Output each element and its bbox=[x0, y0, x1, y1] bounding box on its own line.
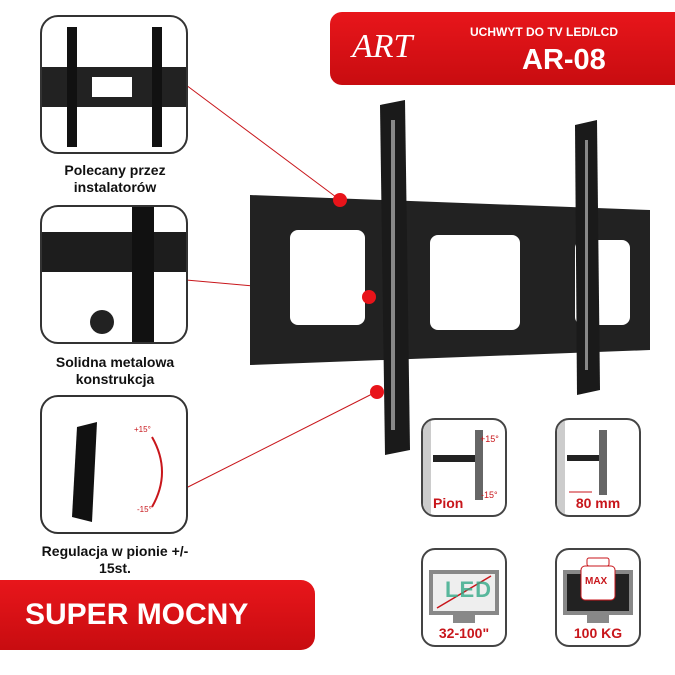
feature-image-construction bbox=[40, 205, 188, 344]
hotspot-dot bbox=[333, 193, 347, 207]
icon-vertical-tilt: +15° -15° Pion bbox=[421, 418, 507, 517]
banner-text: SUPER MOCNY bbox=[25, 598, 249, 631]
subtitle: UCHWYT DO TV LED/LCD bbox=[470, 25, 618, 39]
angle-up: +15° bbox=[480, 434, 499, 444]
icon-caption: 100 KG bbox=[573, 625, 623, 641]
super-strong-banner: SUPER MOCNY bbox=[0, 580, 315, 650]
angle-up: +15° bbox=[134, 425, 151, 434]
angle-down: -15° bbox=[137, 505, 152, 514]
icon-wall-distance: 80 mm bbox=[555, 418, 641, 517]
hotspot-dot bbox=[362, 290, 376, 304]
icon-caption: 32-100" bbox=[438, 625, 490, 641]
header-banner: ART UCHWYT DO TV LED/LCD AR-08 bbox=[330, 12, 675, 85]
hotspot-dot bbox=[370, 385, 384, 399]
icon-caption: Pion bbox=[433, 495, 464, 511]
feature-image-tilt: +15° -15° bbox=[40, 395, 188, 534]
angle-down: -15° bbox=[481, 490, 498, 500]
feature-label: Polecany przez instalatorów bbox=[64, 162, 166, 195]
feature-label: Solidna metalowa konstrukcja bbox=[55, 354, 175, 387]
model: AR-08 bbox=[522, 44, 606, 76]
feature-image-bracket bbox=[40, 15, 188, 154]
icon-caption: 80 mm bbox=[575, 495, 621, 511]
feature-label: Regulacja w pionie +/- 15st. bbox=[41, 543, 189, 576]
led-text: LED bbox=[445, 577, 492, 602]
max-text: MAX bbox=[585, 576, 608, 587]
wall-bracket-image bbox=[250, 100, 650, 455]
icon-max-load: MAX 100 KG bbox=[555, 548, 641, 647]
art-logo: ART bbox=[352, 28, 413, 65]
icon-screen-size: LED 32-100" bbox=[421, 548, 507, 647]
